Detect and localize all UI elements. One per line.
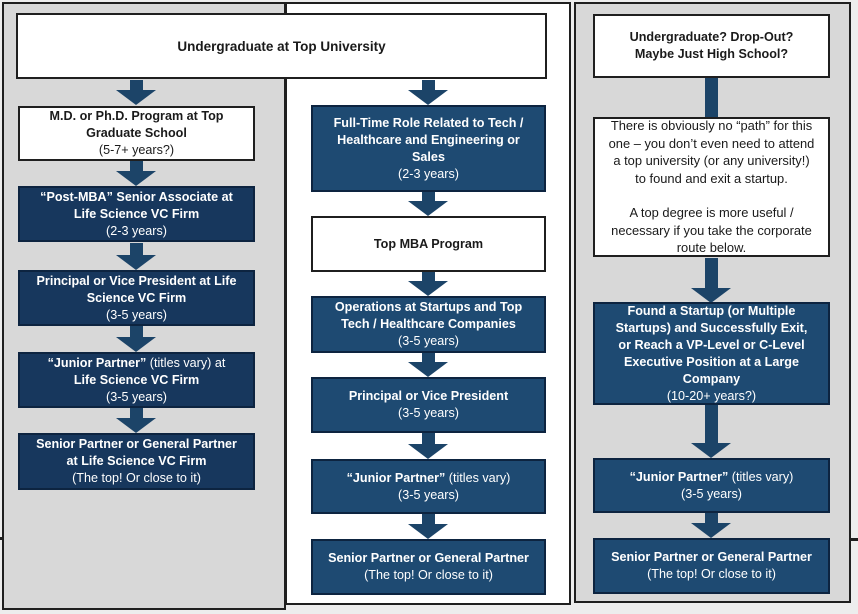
box-subtitle: (3-5 years) [398, 487, 459, 502]
down-arrow [408, 514, 448, 539]
box-top-mba-program: Top MBA Program [311, 216, 546, 272]
box-title: Operations at Startups and Top Tech / He… [334, 300, 523, 331]
box-post-mba-senior-associate: “Post-MBA” Senior Associate at Life Scie… [18, 186, 255, 242]
box-junior-partner-mid: “Junior Partner” (titles vary) (3-5 year… [311, 459, 546, 514]
box-junior-partner-right: “Junior Partner” (titles vary) (3-5 year… [593, 458, 830, 513]
down-arrow [116, 326, 156, 352]
down-arrow [408, 192, 448, 216]
box-title-line2: Life Science VC Firm [73, 372, 200, 387]
box-subtitle: (3-5 years) [106, 389, 167, 404]
box-md-phd-program: M.D. or Ph.D. Program at Top Graduate Sc… [18, 106, 255, 161]
box-found-startup-exit: Found a Startup (or Multiple Startups) a… [593, 302, 830, 405]
box-title: “Junior Partner” (titles vary) [629, 469, 794, 484]
down-arrow [691, 405, 731, 458]
box-senior-partner-right: Senior Partner or General Partner (The t… [593, 538, 830, 594]
down-arrow [408, 80, 448, 105]
down-arrow [116, 80, 156, 105]
box-title: Undergraduate? Drop-Out? Maybe Just High… [629, 30, 794, 61]
box-principal-vp-life-science: Principal or Vice President at Life Scie… [18, 270, 255, 326]
edge-tick-left [0, 537, 4, 540]
box-no-path-note: There is obviously no “path” for this on… [593, 117, 830, 257]
down-arrow [116, 408, 156, 433]
edge-tick-right [849, 538, 858, 541]
box-junior-partner-life-science: “Junior Partner” (titles vary) at Life S… [18, 352, 255, 408]
down-arrow [116, 161, 156, 186]
box-title: Senior Partner or General Partner [611, 550, 812, 564]
note-text: There is obviously no “path” for this on… [608, 118, 815, 256]
box-undergraduate-top-university: Undergraduate at Top University [16, 13, 547, 79]
down-arrow [408, 272, 448, 296]
down-arrow [116, 243, 156, 270]
box-operations-startups: Operations at Startups and Top Tech / He… [311, 296, 546, 353]
down-arrow [408, 353, 448, 377]
box-title: “Post-MBA” Senior Associate at Life Scie… [40, 189, 233, 221]
box-subtitle: (The top! Or close to it) [647, 567, 776, 581]
box-title: Undergraduate at Top University [177, 38, 386, 54]
box-subtitle: (3-5 years) [106, 307, 167, 322]
box-subtitle: (3-5 years) [398, 406, 459, 420]
down-arrow [691, 513, 731, 538]
box-title: Principal or Vice President at Life Scie… [36, 273, 237, 305]
box-title: Top MBA Program [373, 236, 484, 251]
box-subtitle: (10-20+ years?) [666, 388, 757, 403]
box-title: Principal or Vice President [348, 389, 509, 403]
connector-bar [705, 78, 718, 117]
box-full-time-tech-role: Full-Time Role Related to Tech / Healthc… [311, 105, 546, 192]
box-undergraduate-dropout: Undergraduate? Drop-Out? Maybe Just High… [593, 14, 830, 78]
box-subtitle: (The top! Or close to it) [364, 568, 493, 582]
box-subtitle: (2-3 years) [398, 166, 459, 181]
box-subtitle: (2-3 years) [106, 223, 167, 238]
down-arrow [691, 258, 731, 303]
box-subtitle: (The top! Or close to it) [72, 471, 201, 485]
box-title: M.D. or Ph.D. Program at Top Graduate Sc… [49, 109, 224, 140]
box-subtitle: (3-5 years) [681, 486, 742, 501]
box-title: Senior Partner or General Partner [328, 551, 529, 565]
box-title: Senior Partner or General Partner at Lif… [36, 437, 237, 468]
box-title: “Junior Partner” (titles vary) at [47, 355, 226, 370]
box-senior-partner-mid: Senior Partner or General Partner (The t… [311, 539, 546, 595]
box-title: Full-Time Role Related to Tech / Healthc… [333, 115, 524, 164]
down-arrow [408, 433, 448, 459]
box-senior-partner-life-science: Senior Partner or General Partner at Lif… [18, 433, 255, 490]
box-subtitle: (3-5 years) [398, 334, 459, 348]
box-subtitle: (5-7+ years?) [98, 143, 175, 157]
box-title: Found a Startup (or Multiple Startups) a… [615, 303, 808, 386]
box-title: “Junior Partner” (titles vary) [346, 470, 511, 485]
box-principal-vp: Principal or Vice President (3-5 years) [311, 377, 546, 433]
